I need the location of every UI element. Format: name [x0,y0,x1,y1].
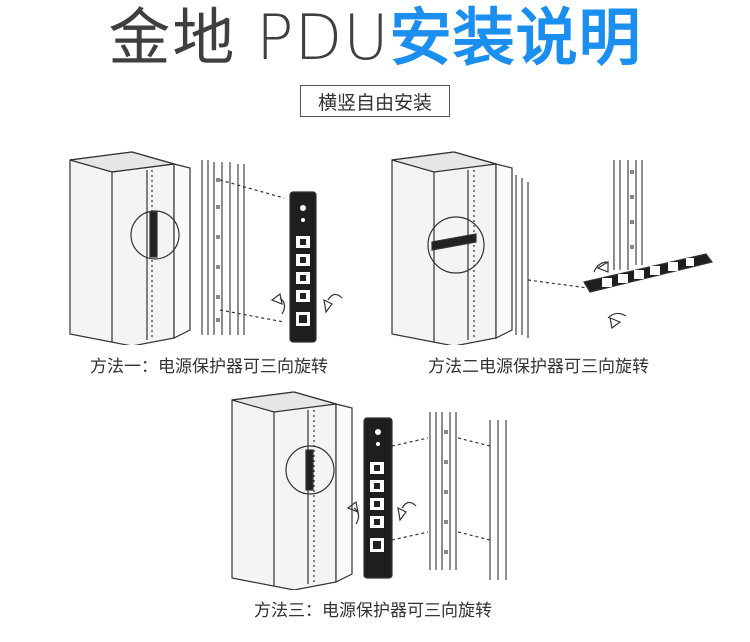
method-3-caption: 方法三：电源保护器可三向旋转 [254,601,492,621]
method-2-illustration [388,150,723,345]
title-pdu: PDU [256,1,390,74]
method-3-illustration [228,390,518,590]
method-1-illustration [62,150,362,345]
page-title: 金地 PDU安装说明 [0,2,750,74]
title-brand: 金地 [108,1,237,74]
method-1-caption: 方法一：电源保护器可三向旋转 [90,357,328,377]
title-highlight: 安装说明 [389,1,642,74]
subtitle-text: 横竖自由安装 [317,91,432,114]
subtitle-box: 横竖自由安装 [300,85,450,117]
method-2-caption: 方法二电源保护器可三向旋转 [428,357,649,377]
